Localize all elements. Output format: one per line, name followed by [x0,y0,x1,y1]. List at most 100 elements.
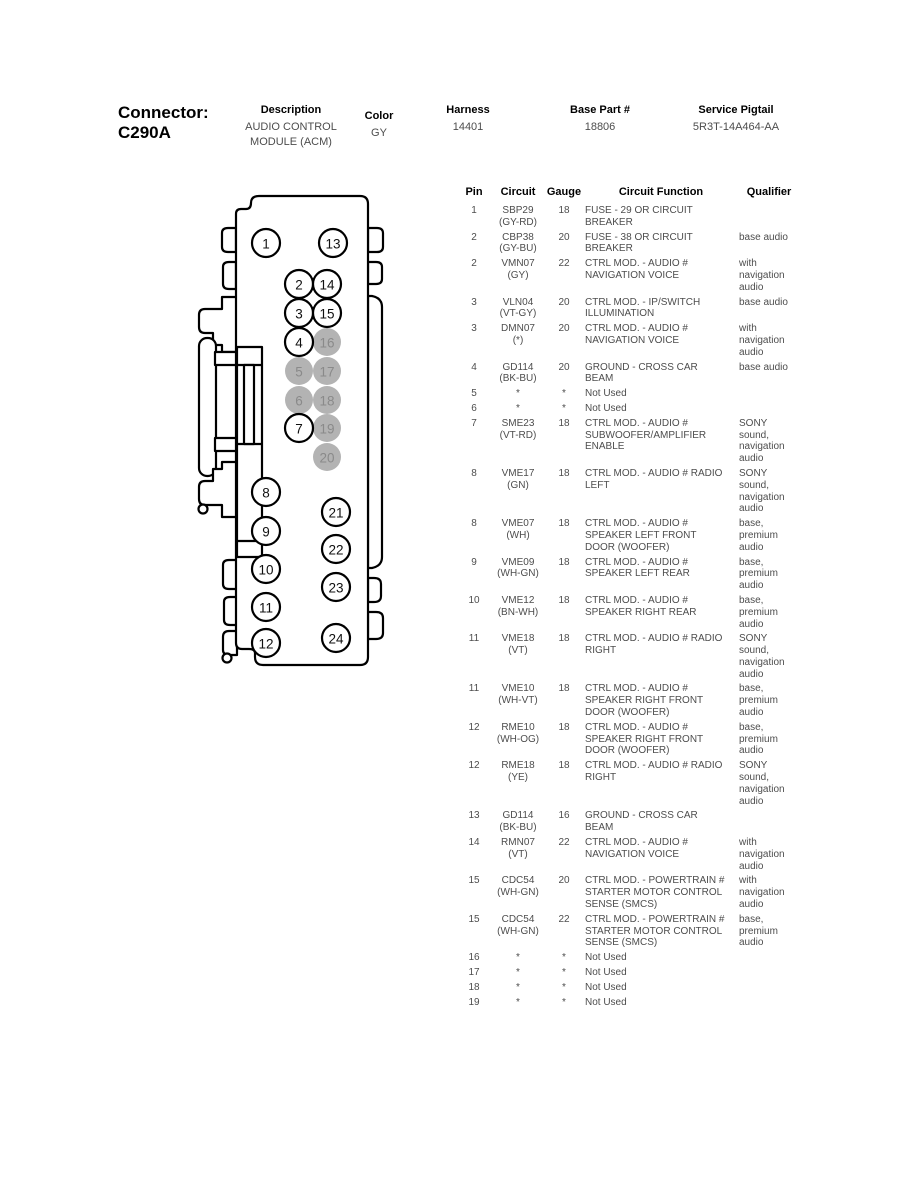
pin-15-circle [311,297,343,329]
gauge-cell: 22 [558,837,570,849]
circuit-cell: * [516,981,520,993]
harness-column: Harness 14401 [423,104,513,135]
circuit-function-cell: CTRL MOD. - AUDIO #SPEAKER RIGHT REAR [585,594,697,618]
circuit-function-cell: CTRL MOD. - AUDIO #SPEAKER LEFT REAR [585,556,690,580]
pin-table-header: Pin Circuit Gauge Circuit Function Quali… [455,186,801,198]
circuit-function-cell: Not Used [585,388,627,400]
pin-cell: 3 [471,323,477,335]
circuit-cell: * [516,388,520,400]
gauge-cell: 18 [558,683,570,695]
circuit-cell: SME23(VT-RD) [499,417,537,441]
latch-top-hook [197,295,239,354]
qualifier-cell [737,997,801,1009]
circuit-cell: RME10(WH-OG) [496,721,540,745]
service-pigtail-label: Service Pigtail [698,104,774,116]
pin-16-circle [313,328,341,356]
qualifier-cell [737,205,801,229]
circuit-function-cell: CTRL MOD. - AUDIO #NAVIGATION VOICE [585,323,688,346]
pin-21-circle [320,496,352,528]
description-label: Description [260,104,322,116]
table-row: 18**Not Used [455,982,801,994]
base-part-value: 18806 [584,121,616,133]
pin-12-label: 12 [258,637,273,652]
pin-cell: 16 [468,952,480,964]
pin-cell: 12 [468,721,480,733]
table-row: 17**Not Used [455,967,801,979]
color-value: GY [371,127,387,139]
circuit-cell: VME07(WH) [501,518,535,541]
pin-cell: 6 [471,402,477,414]
pin-17-label: 17 [319,365,334,380]
pin-24-label: 24 [328,632,344,647]
pin-cell: 18 [468,981,480,993]
gauge-cell: 18 [558,721,570,733]
pin-cell: 15 [468,913,480,925]
pin-cell: 7 [471,417,477,429]
harness-value: 14401 [452,121,484,133]
circuit-cell: RME18(YE) [501,760,535,784]
pin-cell: 13 [468,810,480,822]
circuit-function-cell: Not Used [585,967,627,979]
pin-8-label: 8 [262,486,270,501]
circuit-function-cell: Not Used [585,402,627,414]
circuit-function-cell: Not Used [585,996,627,1008]
table-row: 16**Not Used [455,952,801,964]
qualifier-cell: base audio [739,231,788,243]
pin-table: Pin Circuit Gauge Circuit Function Quali… [455,186,801,1011]
circuit-cell: VME12(BN-WH) [497,594,539,618]
pin-14-label: 14 [319,278,335,293]
pin-20-label: 20 [319,451,334,466]
gauge-cell: 18 [558,760,570,772]
pin-18-label: 18 [319,394,334,409]
qualifier-cell [737,967,801,979]
circuit-cell: GD114(BK-BU) [499,810,537,834]
col-header-circuit-function: Circuit Function [618,186,704,198]
pin-17-circle [313,357,341,385]
service-pigtail-value: 5R3T-14A464-AA [692,121,780,133]
pin-10-circle [250,553,282,585]
service-pigtail-column: Service Pigtail 5R3T-14A464-AA [671,104,801,135]
pin-6-label: 6 [295,394,303,409]
pin-22-label: 22 [328,543,343,558]
pin-cell: 11 [468,633,480,645]
pin-4-label: 4 [295,336,303,351]
pin-cell: 5 [471,388,477,400]
circuit-cell: SBP29(GY-RD) [499,205,537,228]
harness-label: Harness [446,104,490,116]
gauge-cell: 20 [558,323,570,335]
qualifier-cell [737,388,801,400]
qualifier-cell [737,952,801,964]
pin-18-circle [313,386,341,414]
gauge-cell: * [562,996,566,1008]
circuit-function-cell: CTRL MOD. - AUDIO #NAVIGATION VOICE [585,258,688,281]
pin-cell: 8 [471,518,477,530]
pin-cell: 12 [468,760,480,772]
